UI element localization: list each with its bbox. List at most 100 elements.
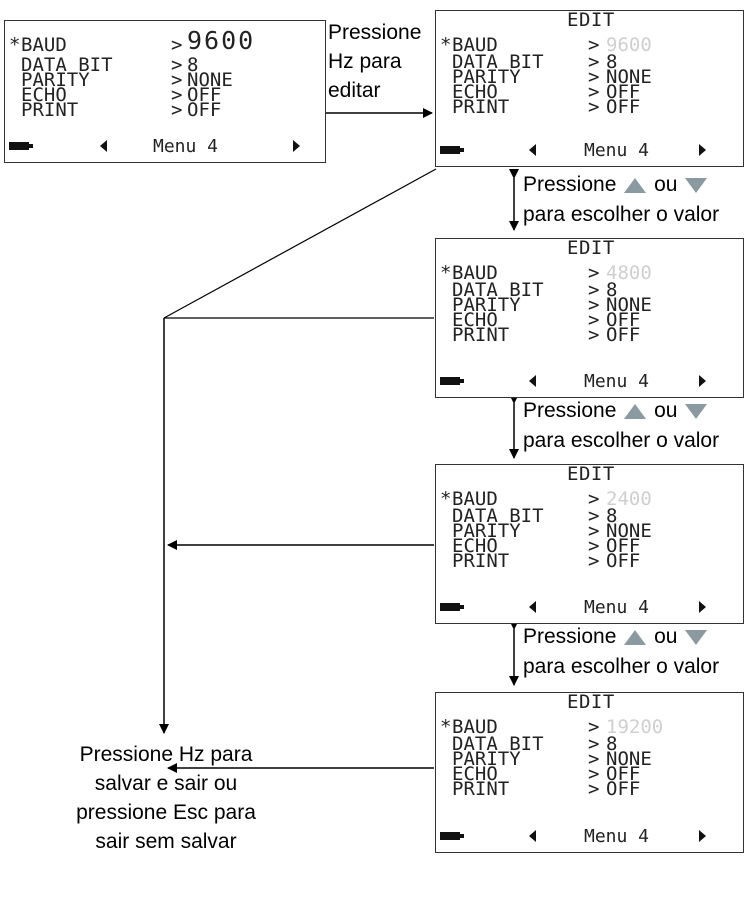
value-arrow: > [171,84,183,106]
left-triangle-icon [529,830,536,842]
caption-text: ou [654,173,678,196]
lcd-row-echo: ECHO>OFF [440,535,740,557]
value-arrow: > [588,716,600,738]
edit-indicator: EDIT [567,237,615,259]
edit-indicator: EDIT [567,691,615,713]
caption-line: Pressione ou [523,398,719,424]
setting-label: DATA BIT [21,54,113,76]
caption-text: ou [654,625,678,648]
caption-line: Hz para [328,50,402,73]
setting-value: 8 [606,505,618,527]
left-triangle-icon [529,375,536,387]
setting-value: NONE [606,294,652,316]
right-triangle-icon [699,830,706,842]
value-arrow: > [171,99,183,121]
setting-label: ECHO [21,84,67,106]
caption-text: Pressione [523,399,617,422]
lcd-row-print: PRINT>OFF [9,99,319,121]
selected-marker: * [440,262,452,284]
lcd-row-parity: PARITY>NONE [440,520,740,542]
setting-label: DATA BIT [452,733,544,755]
lcd-row-print: PRINT>OFF [440,324,740,346]
caption-line: Pressione ou [523,624,719,650]
caption-final-save-exit: Pressione Hz para salvar e sair ou press… [46,740,286,856]
setting-value: NONE [187,69,233,91]
left-triangle-icon [100,140,107,152]
value-arrow: > [588,748,600,770]
caption-line: Pressione ou [523,172,719,198]
value-arrow: > [588,520,600,542]
setting-value: 9600 [187,26,256,55]
value-arrow: > [588,535,600,557]
lcd-row-parity: PARITY >NONE [9,69,319,91]
lcd-row-data-bit: DATA BIT>8 [440,733,740,755]
lcd-row-data-bit: DATA BIT>8 [440,53,740,72]
caption-choose-value-2: Pressione ou para escolher o valor [523,398,719,454]
setting-label: PARITY [21,69,90,91]
caption-press-hz-edit: Pressione Hz para editar [328,18,421,105]
menu-label: Menu 4 [153,136,219,157]
value-arrow: > [171,34,183,56]
right-triangle-icon [699,144,706,156]
blinking-baud-value: 19200 [606,716,664,738]
lcd-row-parity: PARITY>NONE [440,748,740,770]
value-arrow: > [588,34,600,56]
lcd-row-data-bit: DATA BIT >8 [440,279,740,301]
value-arrow: > [588,279,600,301]
blinking-baud-value: 9600 [606,34,652,56]
value-arrow: > [588,66,600,88]
lcd-row-baud: *BAUD>4800 [440,262,740,284]
right-triangle-icon [293,140,300,152]
value-arrow: > [171,54,183,76]
caption-line: para escolher o valor [523,203,720,226]
setting-label: PRINT [452,96,510,118]
blinking-baud-value: 2400 [606,488,652,510]
caption-line: pressione Esc para [76,801,256,824]
selected-marker: * [9,34,21,56]
value-arrow: > [588,81,600,103]
lcd-footer: Menu 4 [5,136,325,157]
setting-label: BAUD [452,716,498,738]
edit-indicator: EDIT [567,9,615,31]
caption-line: para escolher o valor [523,655,720,678]
value-arrow: > [588,505,600,527]
setting-value: OFF [606,81,641,103]
setting-value: OFF [606,96,641,118]
caption-line: editar [328,79,381,102]
lcd-footer: Menu 4 [436,597,743,618]
lcd-row-baud: *BAUD>19200 [440,716,740,738]
lcd-row-baud: *BAUD>2400 [440,488,740,510]
value-arrow: > [588,324,600,346]
value-arrow: > [588,309,600,331]
edit-indicator: EDIT [567,463,615,485]
lcd-row-baud: *BAUD>9600 [9,28,319,56]
battery-icon [440,832,466,840]
down-arrow-icon [685,177,708,193]
value-arrow: > [171,69,183,91]
setting-value: OFF [187,99,222,121]
setting-label: PARITY [452,520,521,542]
lcd-row-echo: ECHO>OFF [9,84,319,106]
caption-line: Pressione Hz para [79,743,253,766]
lcd-row-baud: *BAUD>9600 [440,34,740,56]
lcd-row-echo: ECHO>OFF [440,765,740,784]
menu-label: Menu 4 [584,371,650,392]
caption-text: ou [654,399,678,422]
battery-icon [9,142,35,150]
setting-label: PARITY [452,66,521,88]
caption-choose-value-3: Pressione ou para escolher o valor [523,624,719,680]
value-arrow: > [588,778,600,800]
setting-label: DATA BIT [452,279,544,301]
down-arrow-icon [685,629,708,645]
caption-choose-value-1: Pressione ou para escolher o valor [523,172,719,228]
battery-icon [440,146,466,154]
right-triangle-icon [699,601,706,613]
setting-value: 8 [606,279,618,301]
down-arrow-icon [685,403,708,419]
lcd-row-print: PRINT>OFF [440,778,740,800]
